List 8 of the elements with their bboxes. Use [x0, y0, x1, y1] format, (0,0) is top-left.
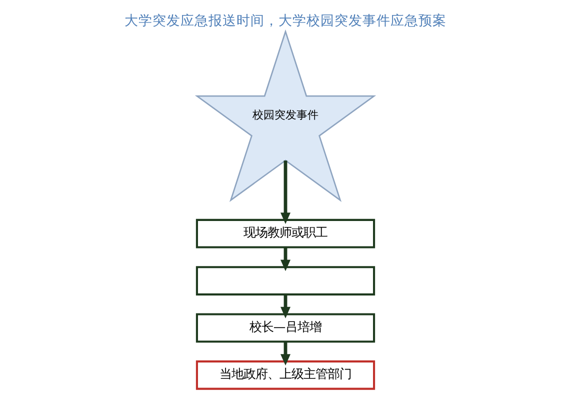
node-box: 校长—吕培增	[195, 313, 375, 343]
node-box: 现场教师或职工	[195, 218, 375, 248]
arrow	[280, 342, 290, 366]
node-box	[195, 266, 375, 296]
arrow	[280, 294, 290, 318]
node-box: 当地政府、上级主管部门	[195, 360, 375, 390]
arrow	[280, 247, 290, 272]
diagram-title: 大学突发应急报送时间，大学校园突发事件应急预案	[124, 12, 446, 29]
